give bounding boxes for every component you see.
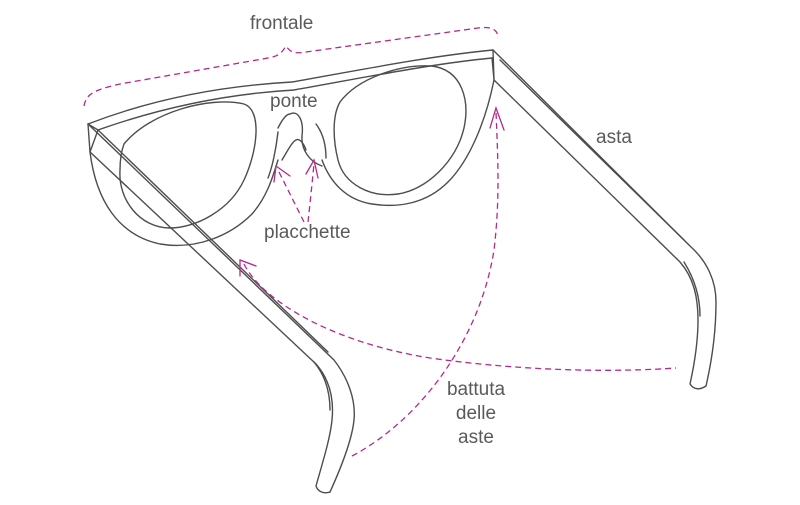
label-battuta-delle-aste: battuta delle aste: [436, 378, 516, 450]
left-frame-bottom: [89, 151, 279, 247]
annotation-lines: [83, 26, 677, 457]
right-frame-bottom: [321, 79, 495, 207]
left-temple-inner: [97, 129, 329, 353]
left-lens: [119, 101, 257, 229]
left-nose-pad: [267, 131, 279, 179]
arrowhead-battuta-left: [239, 259, 257, 277]
glasses-frame: [87, 49, 717, 494]
bridge: [277, 112, 323, 167]
label-ponte: ponte: [270, 91, 318, 112]
label-battuta-line3: aste: [458, 427, 494, 448]
label-battuta-line1: battuta: [446, 379, 506, 400]
placchette-pointer-right: [307, 163, 315, 223]
placchette-pointer-left: [277, 169, 305, 223]
label-battuta-line2: delle: [455, 403, 497, 424]
arrowhead-placchette-right: [305, 158, 319, 179]
label-placchette: placchette: [264, 222, 351, 243]
bridge-inner: [281, 138, 307, 161]
arrowhead-battuta-right: [489, 105, 505, 131]
right-temple-inner: [499, 59, 685, 241]
frontale-brace: [83, 26, 499, 107]
battuta-curve-left: [243, 263, 677, 371]
left-temple-top: [87, 123, 356, 493]
right-temple-top: [492, 49, 717, 387]
label-frontale: frontale: [250, 13, 314, 34]
left-temple-tip-inner: [313, 361, 331, 411]
right-lens: [333, 65, 467, 196]
left-temple-bottom: [89, 151, 334, 494]
right-temple-bottom: [493, 79, 707, 390]
front-right-corner: [491, 49, 495, 81]
right-temple-tip-inner: [683, 261, 701, 317]
label-asta: asta: [596, 127, 632, 148]
arrowhead-placchette-left: [273, 164, 291, 183]
front-left-corner: [87, 123, 99, 153]
right-nose-pad: [315, 123, 327, 159]
front-top-edge: [87, 49, 494, 125]
battuta-curve-right: [351, 111, 499, 457]
